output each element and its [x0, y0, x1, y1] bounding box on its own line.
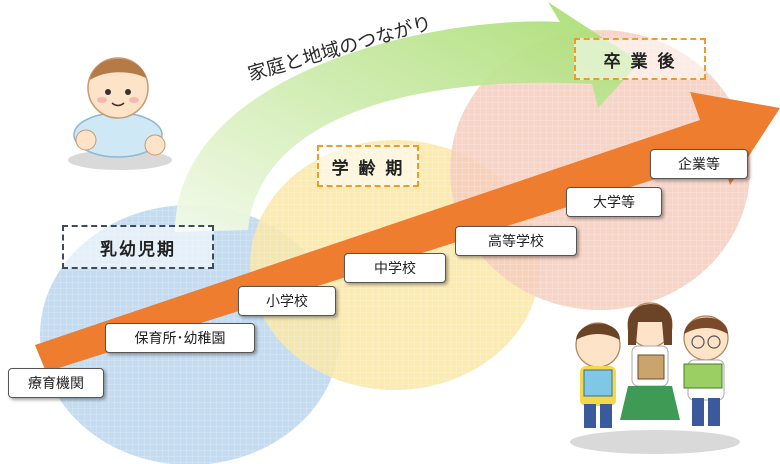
stage-after-box: 卒 業 後: [574, 38, 706, 80]
step-daigaku: 大学等: [566, 187, 662, 217]
step-hoikusho: 保育所･幼稚園: [105, 323, 255, 353]
step-shogakko: 小学校: [238, 286, 336, 316]
step-kigyo: 企業等: [650, 149, 748, 179]
growth-arrow: [35, 92, 780, 372]
stage-school-box: 学 齢 期: [317, 145, 419, 187]
baby-illustration: [68, 57, 172, 170]
step-ryoiku: 療育機関: [8, 368, 104, 398]
children-illustration: [570, 302, 740, 454]
step-kotogakko: 高等学校: [455, 226, 577, 256]
step-chugakko: 中学校: [344, 253, 446, 283]
stage-infant-box: 乳幼児期: [62, 225, 214, 269]
family-community-arc: [175, 2, 640, 232]
